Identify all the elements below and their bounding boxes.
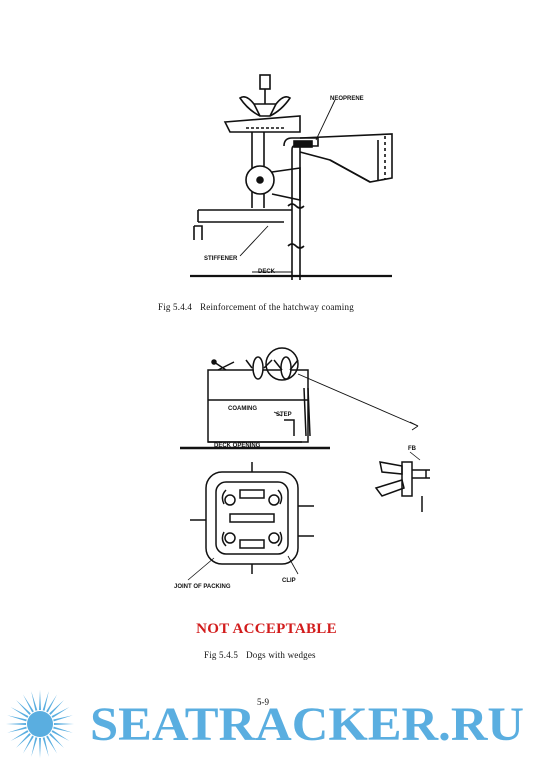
sun-ray xyxy=(23,694,34,713)
figure2-caption-text: Dogs with wedges xyxy=(246,650,316,660)
sun-ray xyxy=(39,690,41,711)
dogs-with-wedges-drawing: COAMING STEP DECK OPENING FB JOINT OF PA… xyxy=(174,347,430,590)
neoprene-label: NEOPRENE xyxy=(330,96,364,102)
sun-ray xyxy=(23,735,34,754)
figure-dogs-with-wedges: COAMING STEP DECK OPENING FB JOINT OF PA… xyxy=(170,340,460,595)
sun-burst-icon xyxy=(6,690,74,758)
sun-ray xyxy=(49,733,65,749)
sun-ray xyxy=(39,737,41,758)
hatchway-coaming-drawing: NEOPRENE STIFFENER DECK xyxy=(190,74,393,280)
deck-label: DECK xyxy=(258,269,276,275)
figure-hatchway-coaming: NEOPRENE STIFFENER DECK xyxy=(180,70,395,282)
sun-ray xyxy=(42,737,49,757)
sun-ray xyxy=(7,726,27,733)
sun-ray xyxy=(46,735,57,754)
sun-ray xyxy=(49,699,65,715)
clip-label: CLIP xyxy=(282,578,296,584)
sun-ray xyxy=(46,694,57,713)
joint-of-packing-label: JOINT OF PACKING xyxy=(174,584,231,590)
sun-ray xyxy=(53,723,74,725)
sun-ray xyxy=(53,726,73,733)
sun-ray xyxy=(15,699,31,715)
sun-core xyxy=(27,711,53,737)
sun-ray xyxy=(15,733,31,749)
not-acceptable-warning: NOT ACCEPTABLE xyxy=(196,621,337,637)
sun-ray xyxy=(6,723,27,725)
step-label: STEP xyxy=(276,412,292,418)
deck-opening-label: DECK OPENING xyxy=(214,443,261,449)
sun-ray xyxy=(42,691,49,711)
coaming-label: COAMING xyxy=(228,406,257,412)
watermark-svg: SEATRACKER.RU xyxy=(6,690,524,758)
sun-ray xyxy=(7,715,27,722)
figure1-caption-text: Reinforcement of the hatchway coaming xyxy=(200,302,354,312)
sun-ray xyxy=(10,730,29,741)
watermark-text: SEATRACKER.RU xyxy=(90,698,524,751)
figure2-caption-number: Fig 5.4.5 xyxy=(204,650,239,660)
figure1-caption: Fig 5.4.4 Reinforcement of the hatchway c… xyxy=(158,302,354,312)
sun-ray xyxy=(51,730,70,741)
sun-ray xyxy=(31,691,38,711)
sun-ray xyxy=(51,707,70,718)
page-number: 5-9 xyxy=(257,697,269,707)
sun-ray xyxy=(31,737,38,757)
fb-label: FB xyxy=(408,446,417,452)
figure2-caption: Fig 5.4.5 Dogs with wedges xyxy=(204,650,316,660)
seatracker-watermark: SEATRACKER.RU xyxy=(0,684,533,763)
sun-ray xyxy=(10,707,29,718)
stiffener-label: STIFFENER xyxy=(204,256,238,262)
figure1-caption-number: Fig 5.4.4 xyxy=(158,302,193,312)
sun-ray xyxy=(53,715,73,722)
